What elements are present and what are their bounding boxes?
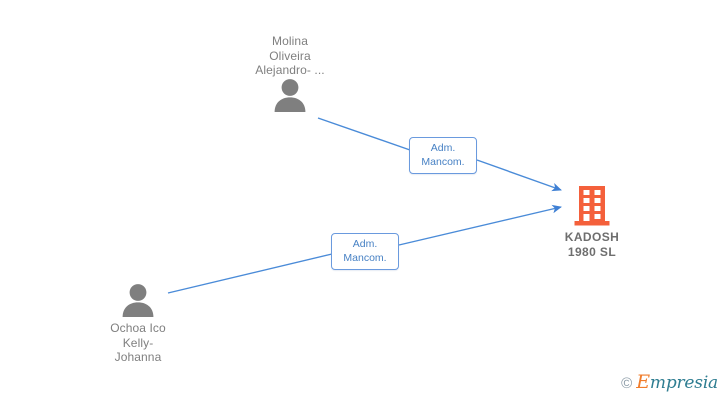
empresia-logo-text: Empresia [636, 371, 718, 393]
building-icon [574, 186, 610, 226]
empresia-logo-rest: mpresia [649, 373, 718, 393]
node-label-company-kadosh: KADOSH 1980 SL [564, 230, 620, 259]
person-icon [122, 284, 154, 317]
edge-line-1-arrow [476, 159, 562, 192]
edge-label-adm-mancom-2[interactable]: Adm. Mancom. [331, 233, 399, 270]
empresia-watermark: © Empresia [621, 371, 718, 393]
edge-label-adm-mancom-1[interactable]: Adm. Mancom. [409, 137, 477, 174]
edge-line-2-arrow [398, 204, 562, 246]
person-icon [274, 78, 306, 112]
graph-node-company-kadosh[interactable]: KADOSH 1980 SL [522, 186, 662, 259]
node-label-person-molina: Molina Oliveira Alejandro- ... [255, 34, 325, 77]
copyright-icon: © [621, 374, 633, 392]
node-label-person-ochoa: Ochoa Ico Kelly- Johanna [110, 321, 166, 364]
graph-node-person-ochoa[interactable]: Ochoa Ico Kelly- Johanna [68, 283, 208, 365]
edge-line-2 [167, 253, 333, 294]
edge-line-1 [317, 117, 411, 151]
graph-node-person-molina[interactable]: Molina Oliveira Alejandro- ... [220, 30, 360, 112]
empresia-logo-initial: E [636, 371, 650, 393]
